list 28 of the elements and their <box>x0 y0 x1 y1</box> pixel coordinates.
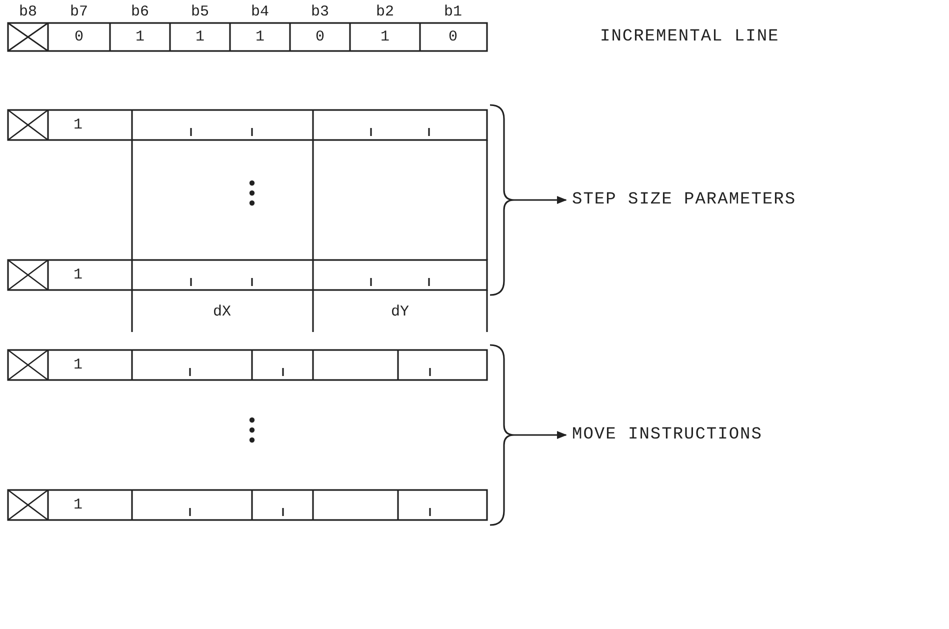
curly-brace <box>490 104 515 296</box>
bit-value: 1 <box>74 356 82 374</box>
field-label: dX <box>213 304 231 320</box>
bit-value: 1 <box>136 28 144 46</box>
group-label: STEP SIZE PARAMETERS <box>572 190 796 210</box>
arrow <box>514 431 567 439</box>
bit-value: 1 <box>196 28 204 46</box>
bit-value: 0 <box>448 28 458 46</box>
bit-number: b6 <box>131 4 149 20</box>
bit-value: 1 <box>74 116 82 134</box>
arrow <box>514 196 567 204</box>
bit-value: 0 <box>316 28 324 46</box>
field-label: dY <box>391 304 409 320</box>
bit-number: b2 <box>376 4 394 20</box>
bit-number: b4 <box>251 4 269 20</box>
bit-value: 1 <box>380 28 390 46</box>
group-label: MOVE INSTRUCTIONS <box>572 426 762 444</box>
bit-number: b3 <box>311 4 329 20</box>
row-label: INCREMENTAL LINE <box>600 28 780 46</box>
bit-value: 0 <box>74 28 84 46</box>
bit-number: b8 <box>19 4 37 20</box>
bit-number: b5 <box>191 4 209 20</box>
bit-number: b7 <box>70 4 88 20</box>
bit-number: b1 <box>444 4 462 20</box>
bit-value: 1 <box>256 28 264 46</box>
curly-brace <box>490 344 515 526</box>
bit-value: 1 <box>74 496 82 514</box>
bit-value: 1 <box>74 266 82 284</box>
